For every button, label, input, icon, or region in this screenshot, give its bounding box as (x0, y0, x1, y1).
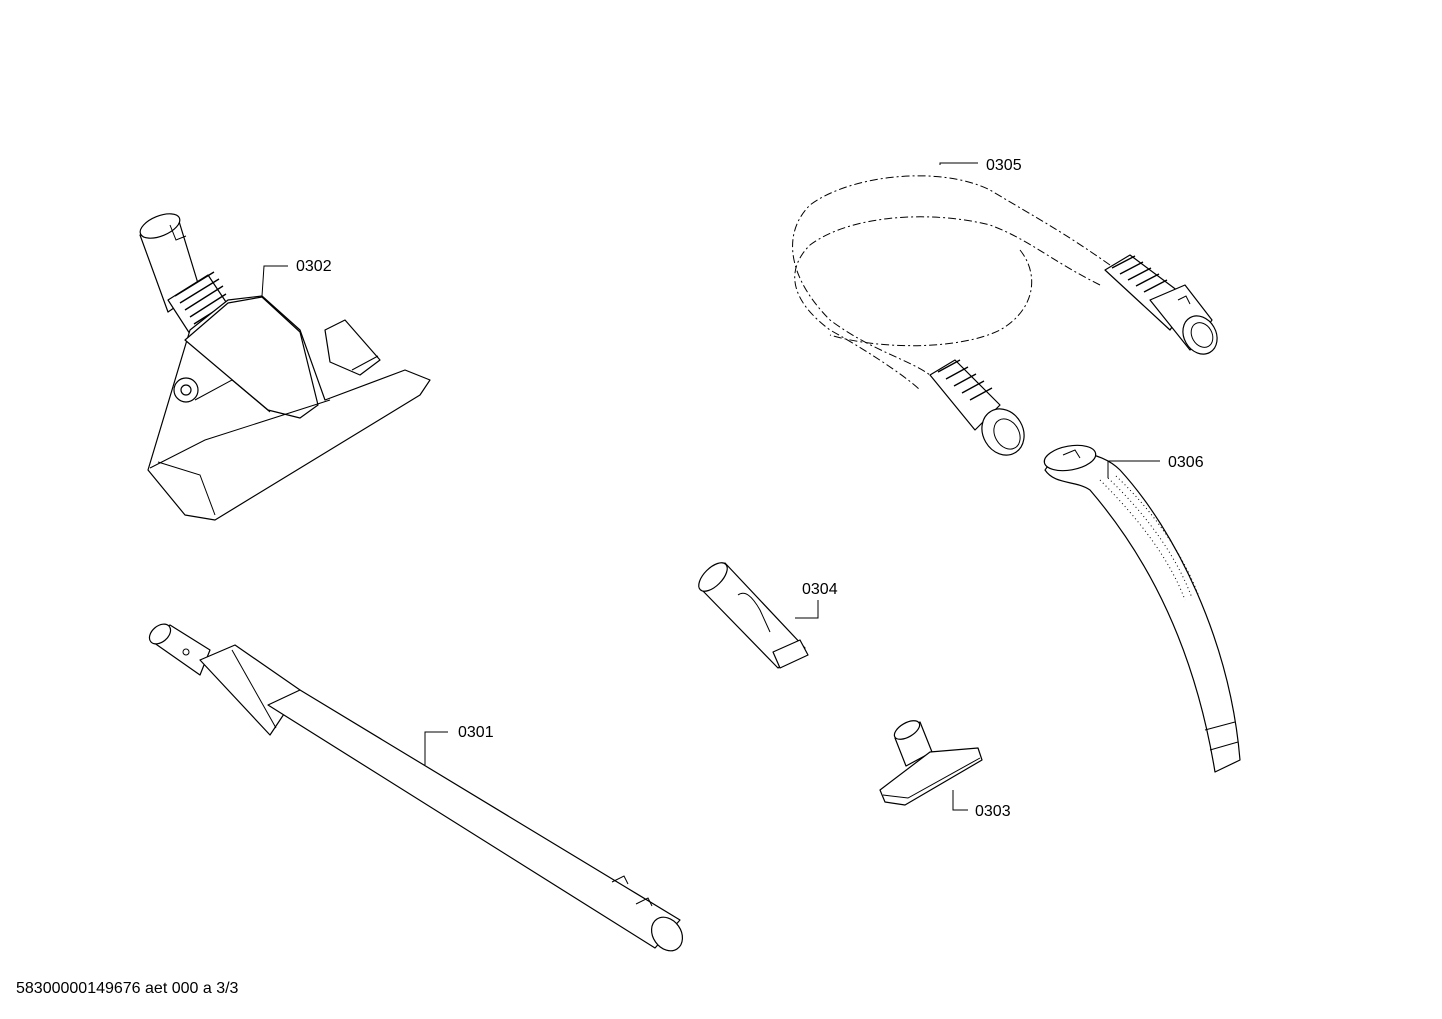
hose-handle-drawing (1043, 444, 1241, 773)
part-label-0305: 0305 (986, 157, 1022, 174)
part-label-0306: 0306 (1168, 454, 1204, 471)
part-label-0302: 0302 (296, 258, 332, 275)
floor-nozzle-drawing (139, 213, 431, 521)
telescopic-tube-drawing (148, 623, 684, 952)
hose-drawing (792, 162, 1218, 456)
upholstery-tool-drawing (879, 720, 983, 811)
crevice-tool-drawing (698, 562, 819, 669)
part-label-0304: 0304 (802, 581, 838, 598)
part-label-0303: 0303 (975, 803, 1011, 820)
document-footer-code: 58300000149676 aet 000 a 3/3 (16, 980, 239, 997)
part-label-0301: 0301 (458, 724, 494, 741)
